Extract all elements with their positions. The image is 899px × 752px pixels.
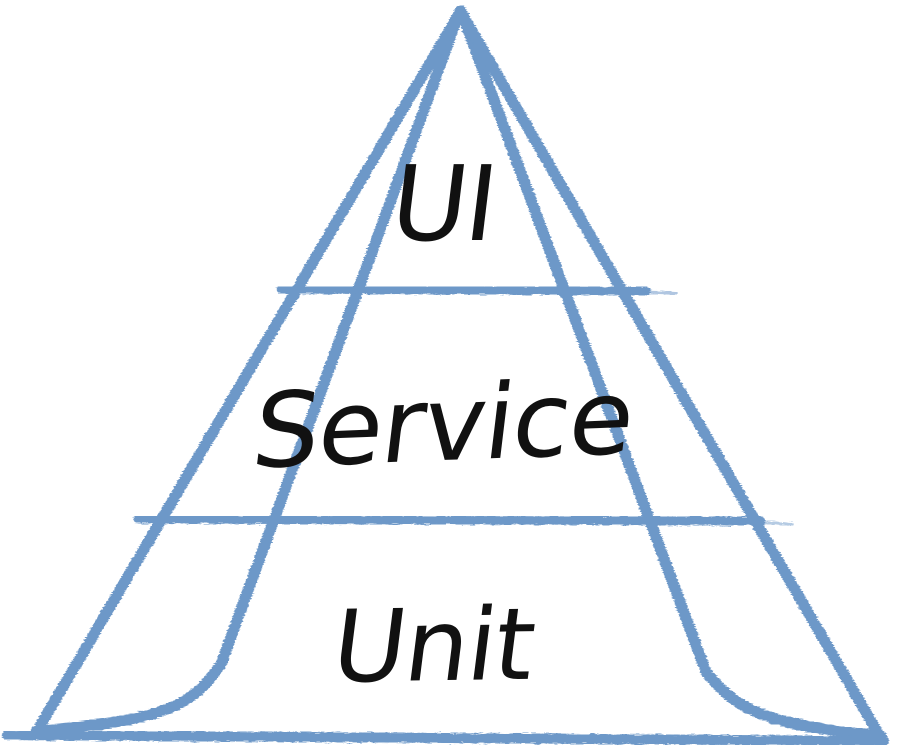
divider-service-unit-tail [750, 520, 794, 526]
pyramid-left-edge-stroke [30, 5, 466, 737]
tier-label-ui: UI [384, 143, 503, 265]
pyramid-right-edge-stroke [455, 5, 887, 742]
tier-label-unit: Unit [326, 585, 541, 706]
divider-ui-service-tail [638, 290, 678, 295]
divider-ui-service [276, 284, 651, 296]
pyramid-right-side [455, 6, 885, 741]
divider-service-unit [133, 514, 766, 526]
pyramid-left-side [31, 6, 466, 737]
pyramid-base-line [2, 730, 889, 746]
